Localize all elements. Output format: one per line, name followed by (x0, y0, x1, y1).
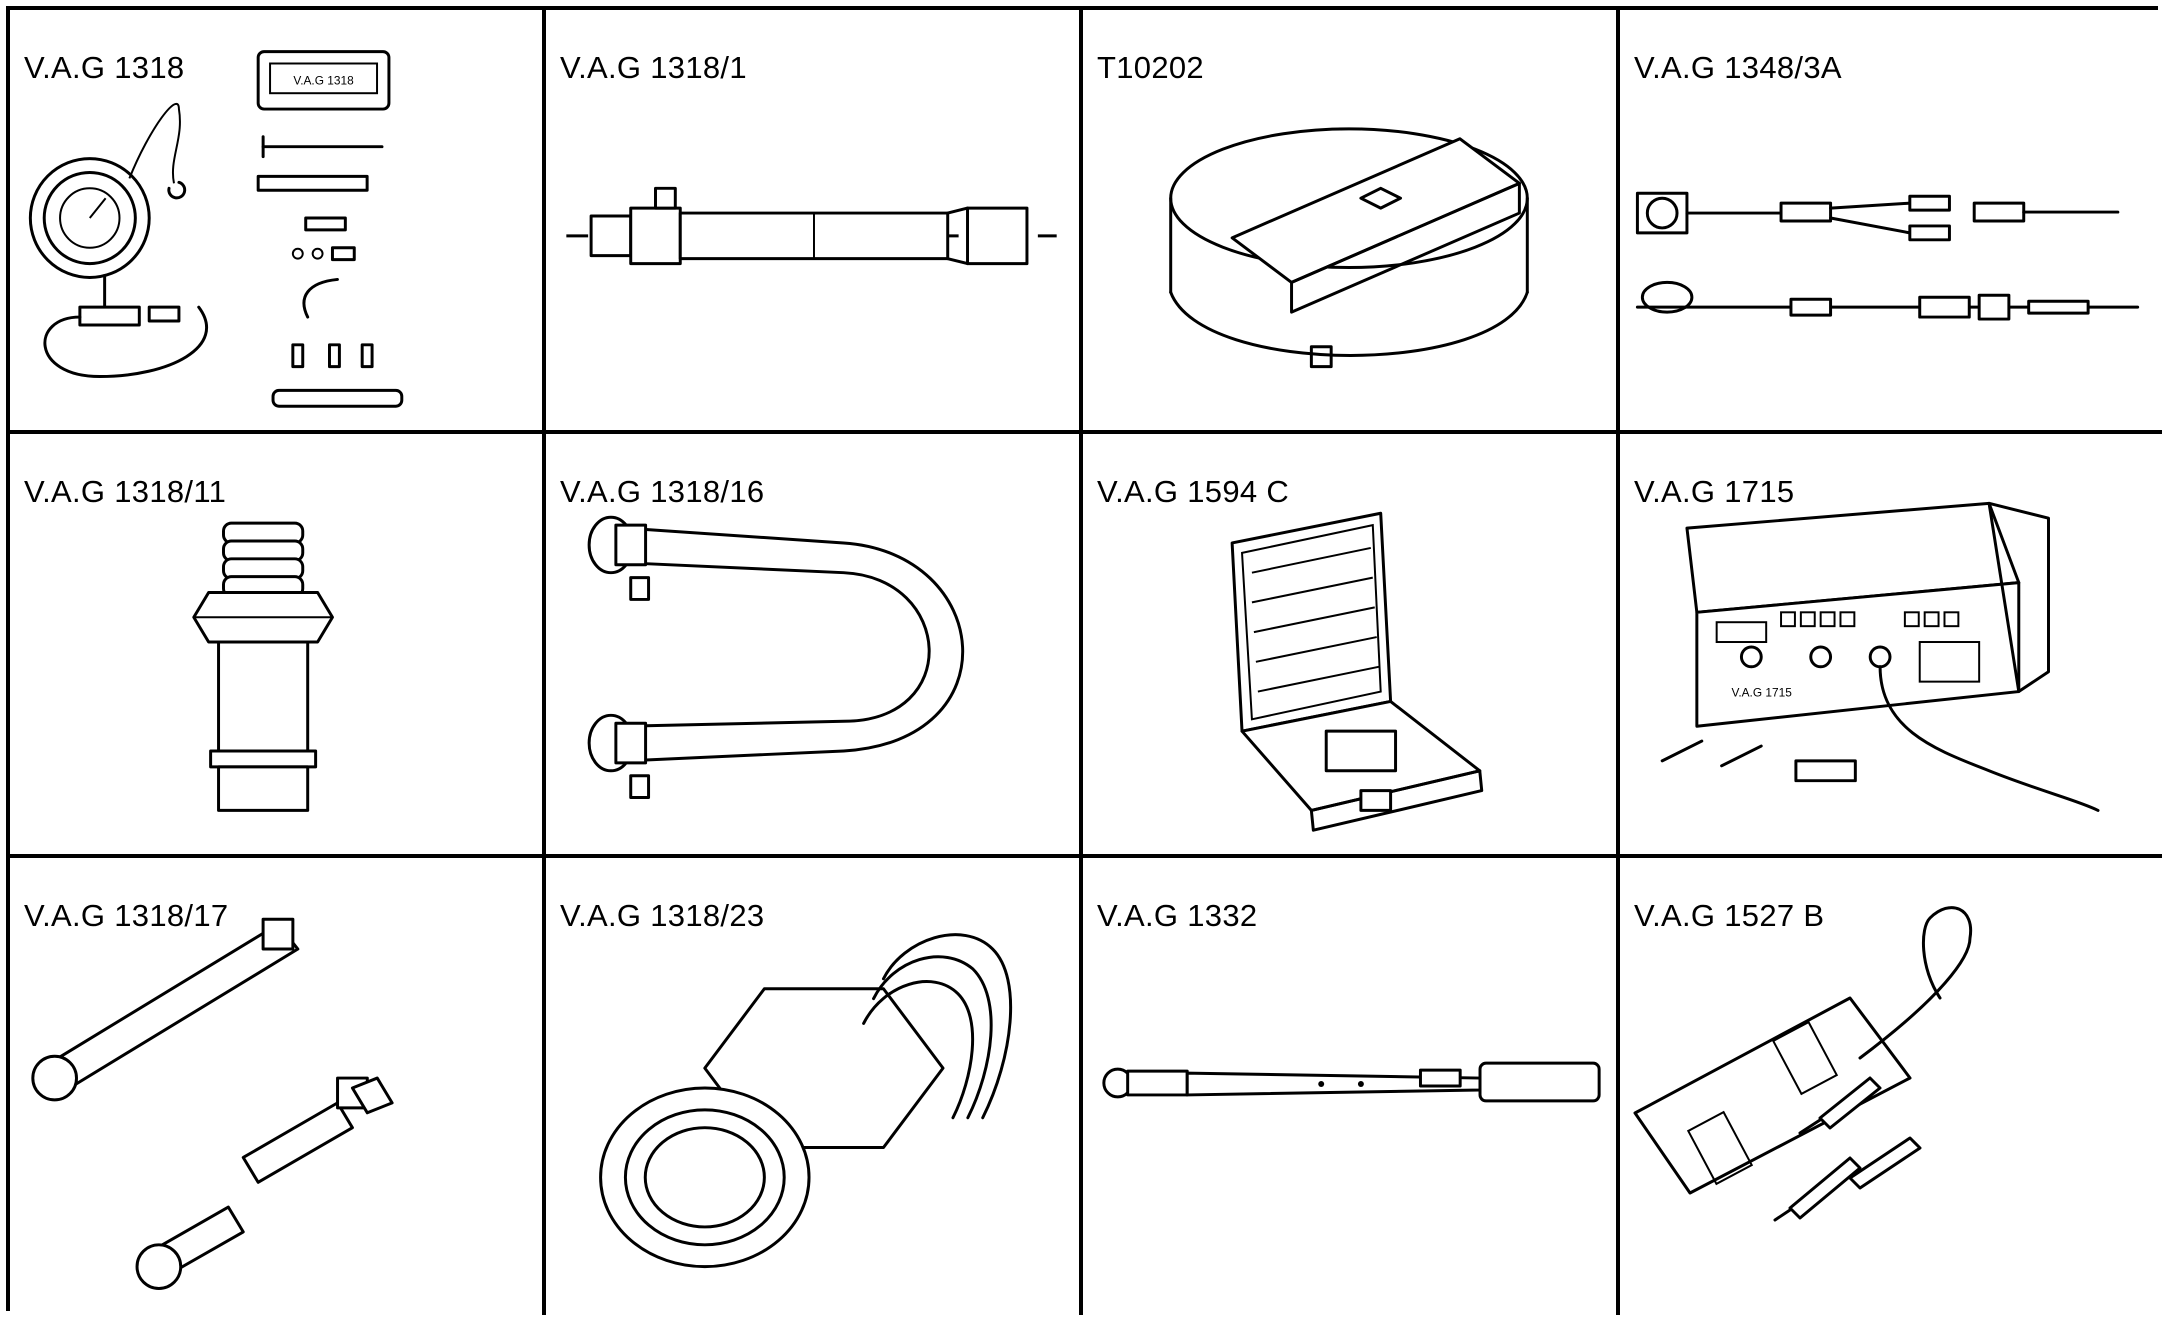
threaded-adapter-icon (192, 521, 334, 812)
tool-cell-vag-1318-1: V.A.G 1318/1 (546, 10, 1083, 434)
tool-cell-vag-1318-11: V.A.G 1318/11 (10, 434, 546, 858)
tool-label: V.A.G 1318/17 (24, 898, 229, 933)
pressure-gauge-kit-icon: V.A.G 1318 (28, 50, 404, 408)
tool-cell-vag-1318-17: V.A.G 1318/17 (10, 858, 546, 1315)
tool-cell-vag-1527-b: V.A.G 1527 B (1620, 858, 2162, 1315)
tool-cell-vag-1318: V.A.G 1318 V.A.G 1318 (10, 10, 546, 434)
svg-text:V.A.G 1715: V.A.G 1715 (1732, 686, 1793, 700)
tool-label: V.A.G 1594 C (1097, 474, 1290, 509)
tool-label: V.A.G 1348/3A (1634, 50, 1842, 85)
svg-text:V.A.G 1318: V.A.G 1318 (293, 73, 354, 87)
tool-cell-vag-1318-16: V.A.G 1318/16 (546, 434, 1083, 858)
multimeter-icon: V.A.G 1715 (1660, 501, 2100, 812)
remote-control-cables-icon (1635, 191, 2140, 321)
adapter-case-icon (1230, 511, 1484, 832)
voltage-tester-icon (1633, 906, 1973, 1222)
u-hose-icon (587, 515, 965, 800)
special-tools-grid: V.A.G 1318 V.A.G 1318 (6, 6, 2162, 1315)
adapter-hose-icon (566, 186, 1057, 266)
tool-cell-vag-1332: V.A.G 1332 (1083, 858, 1620, 1315)
tool-cell-vag-1318-23: V.A.G 1318/23 (546, 858, 1083, 1315)
tool-label: V.A.G 1332 (1097, 898, 1258, 933)
tool-label: V.A.G 1318/16 (560, 474, 765, 509)
tool-label: V.A.G 1318/23 (560, 898, 765, 933)
tool-label: T10202 (1097, 50, 1204, 85)
torque-wrench-icon (1102, 1061, 1601, 1103)
tool-label: V.A.G 1318/1 (560, 50, 747, 85)
tool-label: V.A.G 1318 (24, 50, 185, 85)
tool-label: V.A.G 1715 (1634, 474, 1795, 509)
tool-cell-t10202: T10202 (1083, 10, 1620, 434)
round-wrench-icon (1169, 127, 1529, 369)
large-adapter-icon (599, 933, 1013, 1269)
adapter-lines-icon (31, 917, 394, 1290)
tool-cell-vag-1715: V.A.G 1715 V.A.G 1715 (1620, 434, 2162, 858)
tool-label: V.A.G 1527 B (1634, 898, 1825, 933)
tool-cell-vag-1594-c: V.A.G 1594 C (1083, 434, 1620, 858)
tool-label: V.A.G 1318/11 (24, 474, 227, 509)
tool-cell-vag-1348-3a: V.A.G 1348/3A (1620, 10, 2162, 434)
